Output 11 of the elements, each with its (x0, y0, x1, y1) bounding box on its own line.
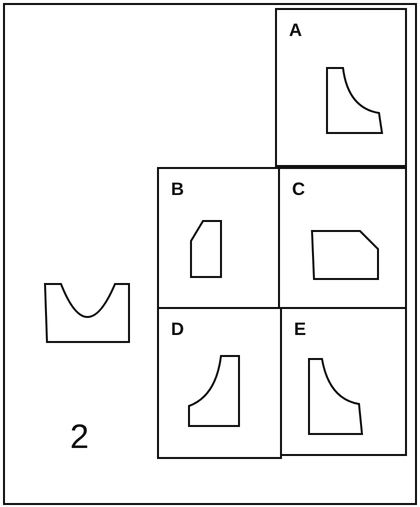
option-box (275, 8, 407, 167)
option-letter: A (289, 20, 302, 41)
option-box (278, 167, 407, 309)
option-box (157, 167, 280, 309)
option-letter: B (171, 179, 184, 200)
option-box (280, 307, 407, 456)
option-letter: E (294, 319, 306, 340)
figure-number: 2 (70, 418, 89, 457)
option-letter: C (292, 179, 305, 200)
option-box (157, 307, 282, 459)
option-letter: D (171, 319, 184, 340)
